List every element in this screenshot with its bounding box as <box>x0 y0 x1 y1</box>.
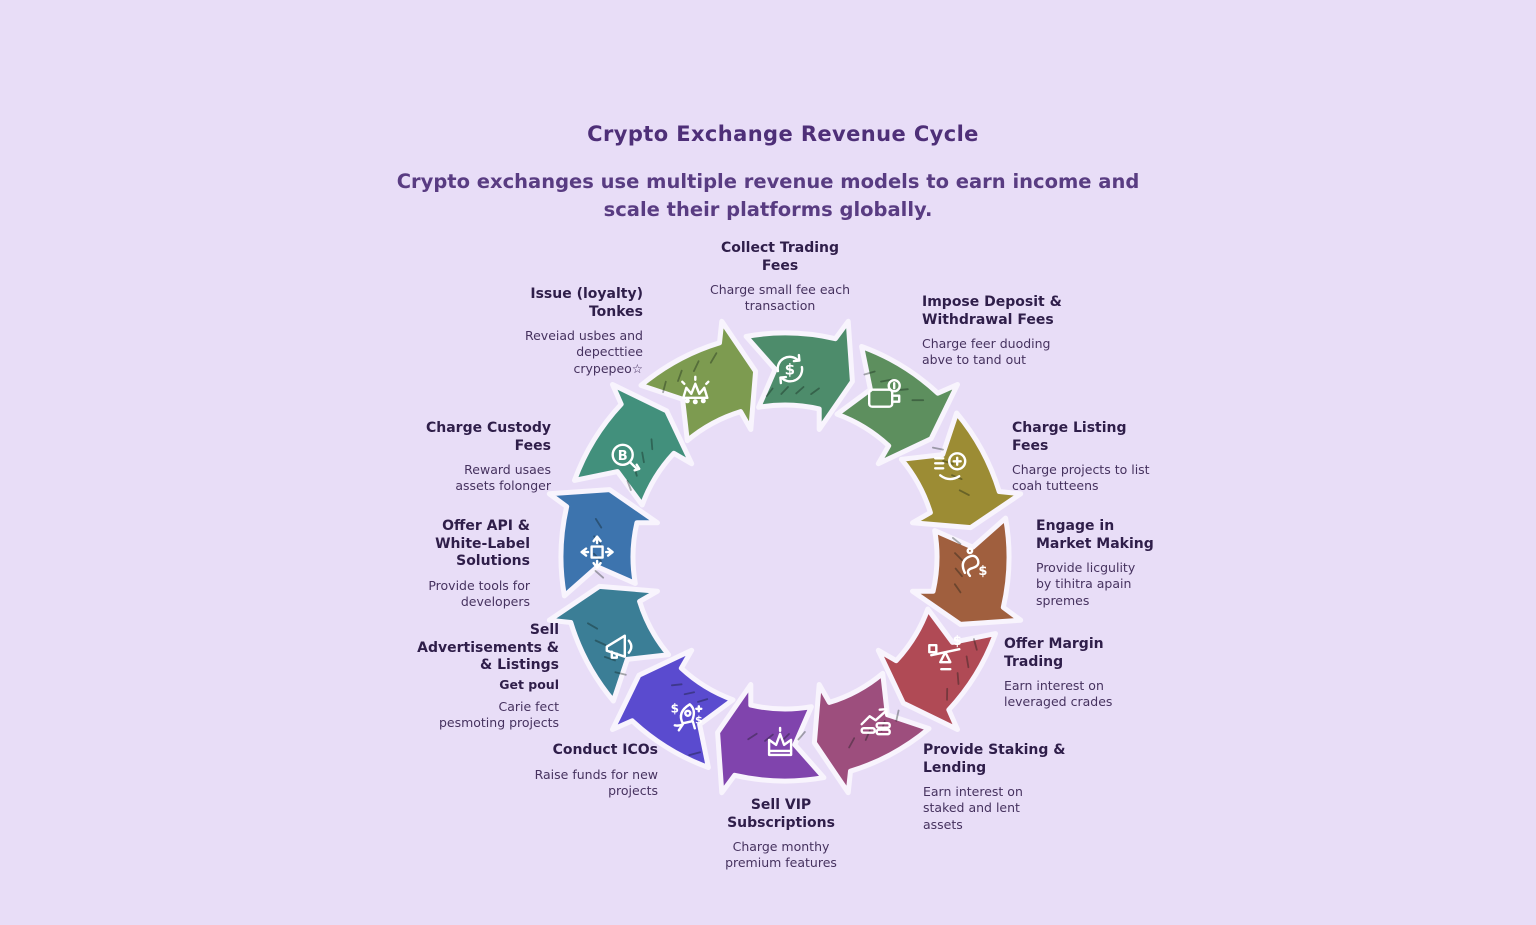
expand-arrows-icon <box>580 535 614 569</box>
label-sell-vip-subscriptions: Sell VIP Subscriptions Charge monthy pre… <box>681 797 881 872</box>
segment-desc: Earn interest on leveraged crades <box>1004 678 1113 710</box>
segment-issue-loyalty-tokens <box>638 318 759 444</box>
segment-charge-custody-fees <box>572 382 695 508</box>
segment-title: Charge Listing Fees <box>1012 420 1127 454</box>
segment-offer-api-white-label <box>546 487 660 599</box>
segment-title: Sell VIP Subscriptions <box>727 797 835 831</box>
magnifier-coin-icon: B <box>611 443 641 472</box>
label-conduct-icos: Conduct ICOs Raise funds for new project… <box>448 742 658 799</box>
segment-charge-listing-fees <box>898 410 1024 531</box>
segment-title: Offer API & White-Label Solutions <box>435 518 530 569</box>
segment-title: Provide Staking & Lending <box>923 742 1066 776</box>
segment-title: Conduct ICOs <box>552 742 658 758</box>
segment-desc: Provide licgulity by tihitra apain sprem… <box>1036 560 1136 608</box>
svg-text:$: $ <box>953 634 962 649</box>
segment-desc: Charge monthy premium features <box>725 839 837 871</box>
megaphone-icon <box>605 634 633 659</box>
segment-title: Engage in Market Making <box>1036 518 1154 552</box>
market-making-icon: $ <box>961 547 987 579</box>
label-collect-trading-fees: Collect Trading Fees Charge small fee ea… <box>660 240 900 315</box>
svg-text:$: $ <box>785 361 795 379</box>
segment-engage-in-market-making <box>910 515 1024 627</box>
label-offer-margin-trading: Offer Margin Trading Earn interest on le… <box>1004 636 1204 711</box>
token-crown-icon <box>681 375 710 405</box>
page-subtitle: Crypto exchanges use multiple revenue mo… <box>396 170 1140 221</box>
segment-desc: Raise funds for new projects <box>534 766 658 798</box>
label-charge-custody-fees: Charge Custody Fees Reward usaes assets … <box>341 420 551 495</box>
crown-icon <box>767 726 793 757</box>
coin-list-icon <box>934 452 967 481</box>
label-charge-listing-fees: Charge Listing Fees Charge projects to l… <box>1012 420 1222 495</box>
segment-sell-advertisements-listings <box>546 583 672 704</box>
segment-offer-margin-trading <box>875 606 998 732</box>
rocket-dollar-icon: $$ <box>671 701 703 732</box>
segment-desc: Charge projects to list coah tutteens <box>1012 462 1150 494</box>
segment-title: Issue (loyalty) Tonkes <box>530 286 643 320</box>
segment-title: Collect Trading Fees <box>720 240 840 274</box>
label-provide-staking-lending: Provide Staking & Lending Earn interest … <box>923 742 1123 833</box>
segment-title: Sell Advertisements & & Listings <box>417 622 559 673</box>
label-engage-in-market-making: Engage in Market Making Provide licgulit… <box>1036 518 1236 609</box>
segment-impose-deposit-withdrawal-fees <box>834 344 960 467</box>
chart-coins-icon <box>860 708 891 736</box>
segment-title: Impose Deposit & Withdrawal Fees <box>922 294 1062 328</box>
wallet-icon <box>868 379 901 408</box>
segment-desc: Earn interest on staked and lent assets <box>923 784 1023 832</box>
svg-text:$: $ <box>671 701 679 715</box>
label-sell-advertisements-listings: Sell Advertisements & & Listings Get pou… <box>349 622 559 731</box>
segment-desc: Reward usaes assets folonger <box>455 462 551 494</box>
segment-conduct-icos <box>610 647 736 770</box>
refresh-dollar-icon: $ <box>776 353 804 385</box>
svg-text:B: B <box>618 449 628 464</box>
segment-sell-vip-subscriptions <box>715 682 827 796</box>
page-title: Crypto Exchange Revenue Cycle <box>587 122 979 146</box>
label-impose-deposit-withdrawal-fees: Impose Deposit & Withdrawal Fees Charge … <box>922 294 1132 369</box>
segment-desc: Charge feer duoding abve to tand out <box>922 336 1051 368</box>
segment-desc: Provide tools for developers <box>428 577 530 609</box>
label-issue-loyalty-tokens: Issue (loyalty) Tonkes Reveiad usbes and… <box>433 286 643 377</box>
svg-text:$: $ <box>978 564 987 579</box>
segment-desc: Charge small fee each transaction <box>710 282 850 314</box>
scale-dollar-icon: $ <box>928 634 962 671</box>
label-offer-api-white-label: Offer API & White-Label Solutions Provid… <box>320 518 530 610</box>
segment-title: Offer Margin Trading <box>1004 636 1104 670</box>
segment-title: Charge Custody Fees <box>425 420 551 454</box>
segment-subtitle: Get poul <box>499 676 559 692</box>
segment-desc: Reveiad usbes and depecttiee crypepeo☆ <box>524 328 643 376</box>
segment-collect-trading-fees <box>743 318 855 432</box>
svg-text:$: $ <box>695 713 703 726</box>
segment-desc: Carie fect pesmoting projects <box>438 698 559 730</box>
